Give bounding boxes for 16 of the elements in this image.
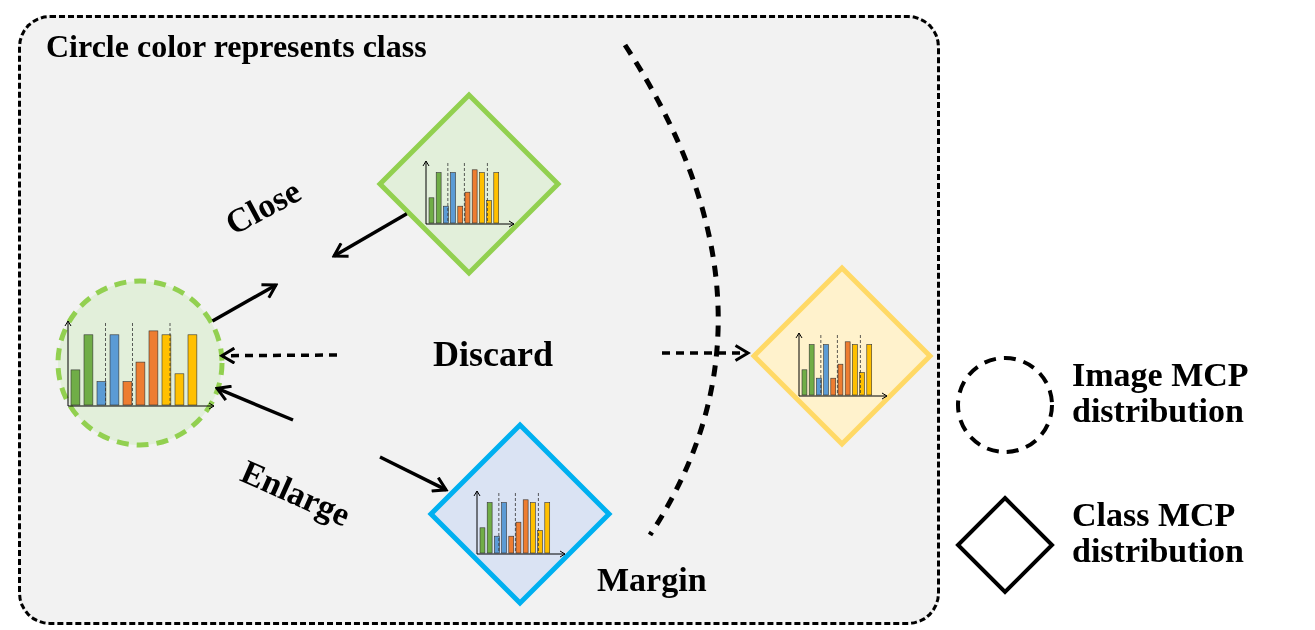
arrow	[215, 384, 294, 422]
arrow	[332, 212, 408, 258]
arrow-label: Close	[219, 172, 307, 242]
arrow-label: Margin	[597, 562, 707, 598]
dashed-circle	[55, 278, 225, 448]
legend-label: Image MCP distribution	[1072, 357, 1249, 429]
diamond	[377, 92, 561, 276]
arrow	[379, 455, 448, 493]
legend-label: Class MCP distribution	[1072, 497, 1245, 569]
arrow	[211, 283, 278, 323]
arrow	[662, 344, 750, 362]
arrow-label: Discard	[433, 336, 553, 374]
diamond	[751, 265, 933, 447]
panel-heading: Circle color represents class	[46, 30, 427, 64]
arrow	[220, 346, 337, 365]
dashed-panel	[18, 15, 940, 625]
